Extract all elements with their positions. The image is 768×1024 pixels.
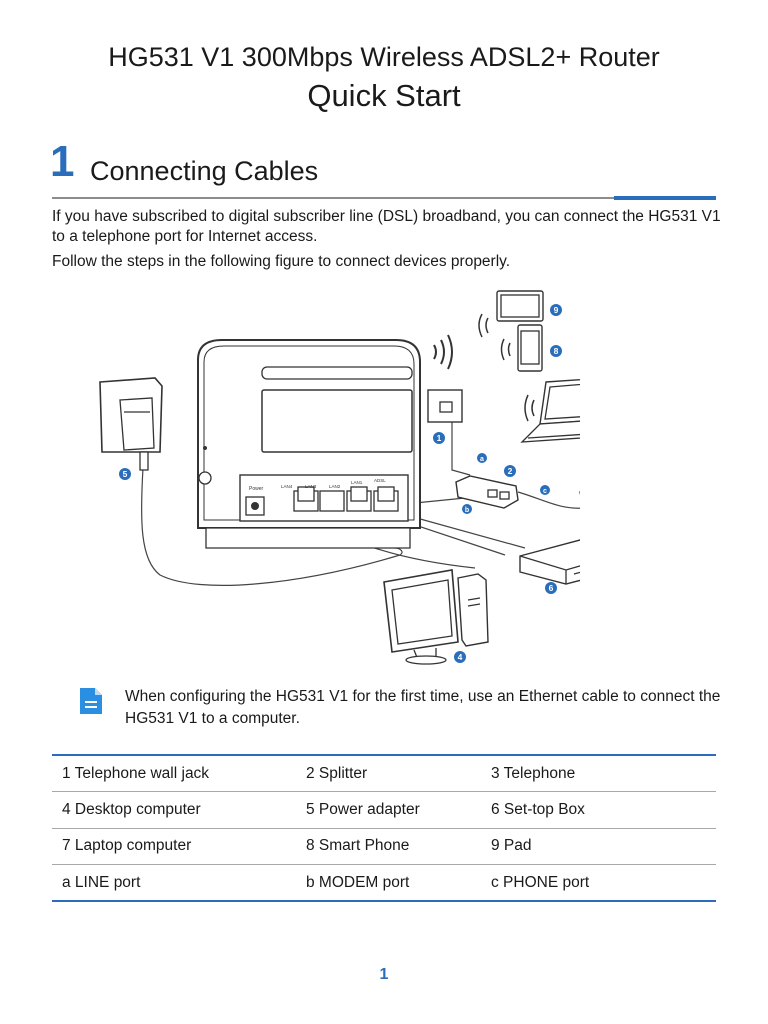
port-letter-a: a: [477, 453, 487, 463]
router-label-lan4: LAN4: [281, 484, 293, 489]
connection-diagram: Power LAN4 LAN3 LAN2 LAN1 ADSL: [99, 290, 580, 665]
splitter-drawing: [455, 475, 519, 509]
legend-cell: 8 Smart Phone: [306, 837, 410, 855]
callout-4: 4: [454, 651, 466, 663]
port-letter-b: b: [462, 504, 472, 514]
section-title: Connecting Cables: [90, 156, 319, 186]
legend-cell: 3 Telephone: [491, 764, 576, 782]
note-document-icon: [80, 688, 102, 714]
svg-text:9: 9: [554, 305, 559, 315]
callout-1: 1: [433, 432, 445, 444]
page-number: 1: [379, 966, 389, 983]
legend-cell: a LINE port: [62, 873, 141, 891]
set-top-box-drawing: [519, 539, 580, 585]
legend-table: 1 Telephone wall jack 2 Splitter 3 Telep…: [52, 754, 716, 902]
document-subtitle: Quick Start: [307, 78, 461, 113]
router-label-adsl: ADSL: [374, 478, 386, 483]
router-label-lan3: LAN3: [305, 484, 317, 489]
router-label-power: Power: [249, 486, 264, 492]
port-letter-c: c: [540, 485, 550, 495]
router-label-lan1: LAN1: [351, 480, 363, 485]
laptop-drawing: [520, 378, 580, 443]
callout-2: 2: [504, 465, 516, 477]
desktop-computer-drawing: [383, 569, 489, 665]
section-divider-accent: [614, 196, 716, 200]
legend-cell: 9 Pad: [491, 837, 532, 855]
callout-6: 6: [545, 582, 557, 594]
instruction-paragraph: Follow the steps in the following figure…: [52, 253, 511, 270]
svg-text:a: a: [480, 456, 484, 463]
legend-cell: 1 Telephone wall jack: [62, 764, 210, 782]
section-divider: [52, 197, 716, 199]
legend-cell: 4 Desktop computer: [62, 800, 201, 818]
table-row: a LINE port b MODEM port c PHONE port: [52, 865, 716, 901]
legend-cell: 5 Power adapter: [306, 800, 420, 818]
legend-cell: 6 Set-top Box: [491, 800, 585, 818]
svg-text:5: 5: [123, 469, 128, 479]
legend-cell: 2 Splitter: [306, 764, 368, 782]
svg-text:c: c: [543, 488, 547, 495]
legend-cell: 7 Laptop computer: [62, 837, 192, 855]
power-adapter-drawing: [99, 377, 163, 471]
callouts: 1 2 3 4 5 6 7 8 9 a b c: [119, 304, 562, 663]
table-row: 1 Telephone wall jack 2 Splitter 3 Telep…: [52, 755, 716, 792]
table-row: 7 Laptop computer 8 Smart Phone 9 Pad: [52, 828, 716, 865]
svg-text:6: 6: [549, 583, 554, 593]
router-label-lan2: LAN2: [329, 484, 341, 489]
router-drawing: Power LAN4 LAN3 LAN2 LAN1 ADSL: [197, 339, 421, 549]
table-row: 4 Desktop computer 5 Power adapter 6 Set…: [52, 792, 716, 828]
svg-text:1: 1: [437, 433, 442, 443]
svg-text:8: 8: [554, 346, 559, 356]
svg-text:2: 2: [508, 466, 513, 476]
callout-9: 9: [550, 304, 562, 316]
legend-cell: c PHONE port: [491, 873, 590, 891]
svg-text:b: b: [465, 507, 469, 514]
callout-8: 8: [550, 345, 562, 357]
document-title: HG531 V1 300Mbps Wireless ADSL2+ Router: [108, 42, 660, 72]
svg-text:4: 4: [458, 652, 463, 662]
intro-paragraph: If you have subscribed to digital subscr…: [52, 208, 721, 245]
note-text: When configuring the HG531 V1 for the fi…: [125, 688, 721, 727]
tablet-drawing: [478, 290, 544, 338]
smart-phone-drawing: [500, 324, 543, 372]
wall-jack-drawing: [427, 389, 463, 423]
legend-cell: b MODEM port: [306, 873, 410, 891]
callout-5: 5: [119, 468, 131, 480]
wifi-signal-icon: [433, 334, 453, 370]
section-number: 1: [50, 137, 75, 186]
